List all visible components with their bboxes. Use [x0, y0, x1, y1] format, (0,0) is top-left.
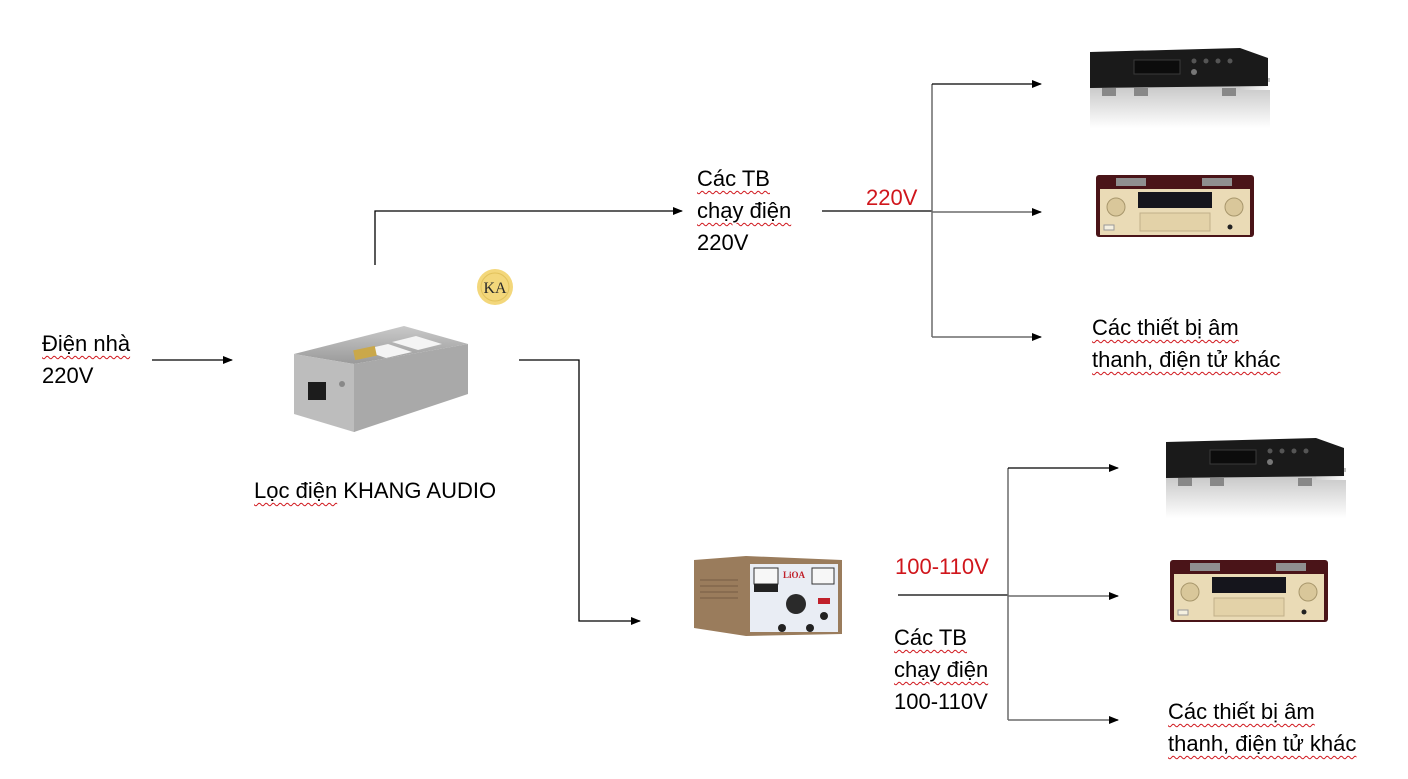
other-devices-110-line1: Các thiết bị âm — [1168, 699, 1315, 724]
group-220-line2: chạy điện — [697, 198, 792, 223]
group-110-line1: Các TB — [894, 625, 967, 650]
group-110-label: Các TB chạy điện 100-110V — [894, 622, 988, 718]
other-devices-110-label: Các thiết bị âm thanh, điện tử khác — [1168, 696, 1356, 760]
voltage-label-220: 220V — [866, 185, 918, 210]
power-filter-icon — [292, 324, 468, 436]
amplifier-icon — [1168, 560, 1330, 626]
cd-player-icon — [1090, 46, 1270, 128]
logo-text: KA — [483, 280, 507, 297]
source-label: Điện nhà 220V — [42, 328, 130, 392]
filter-label-part1: Lọc điện — [254, 478, 338, 503]
group-220-line3: 220V — [697, 230, 749, 255]
group-220-line1: Các TB — [697, 166, 770, 191]
voltage-transformer-icon: LiOA — [690, 556, 842, 640]
group-220-label: Các TB chạy điện 220V — [697, 163, 791, 259]
other-devices-220-line1: Các thiết bị âm — [1092, 315, 1239, 340]
source-label-line2: 220V — [42, 363, 94, 388]
transformer-brand: LiOA — [783, 570, 806, 580]
other-devices-220-line2: thanh, điện tử khác — [1092, 347, 1281, 372]
group-110-line2: chạy điện — [894, 657, 989, 682]
voltage-label-110: 100-110V — [895, 554, 989, 579]
arrow-filter-to-220-group — [374, 207, 683, 265]
filter-label-part2: KHANG AUDIO — [337, 478, 497, 503]
source-label-line1: Điện nhà — [42, 331, 131, 356]
cd-player-icon — [1166, 436, 1346, 518]
filter-label: Lọc điện KHANG AUDIO — [254, 475, 496, 507]
amplifier-icon — [1094, 175, 1256, 241]
other-devices-110-line2: thanh, điện tử khác — [1168, 731, 1357, 756]
arrow-filter-to-transformer — [519, 359, 641, 625]
khang-audio-logo-icon: KA — [476, 268, 514, 306]
group-110-line3: 100-110V — [894, 689, 988, 714]
other-devices-220-label: Các thiết bị âm thanh, điện tử khác — [1092, 312, 1280, 376]
